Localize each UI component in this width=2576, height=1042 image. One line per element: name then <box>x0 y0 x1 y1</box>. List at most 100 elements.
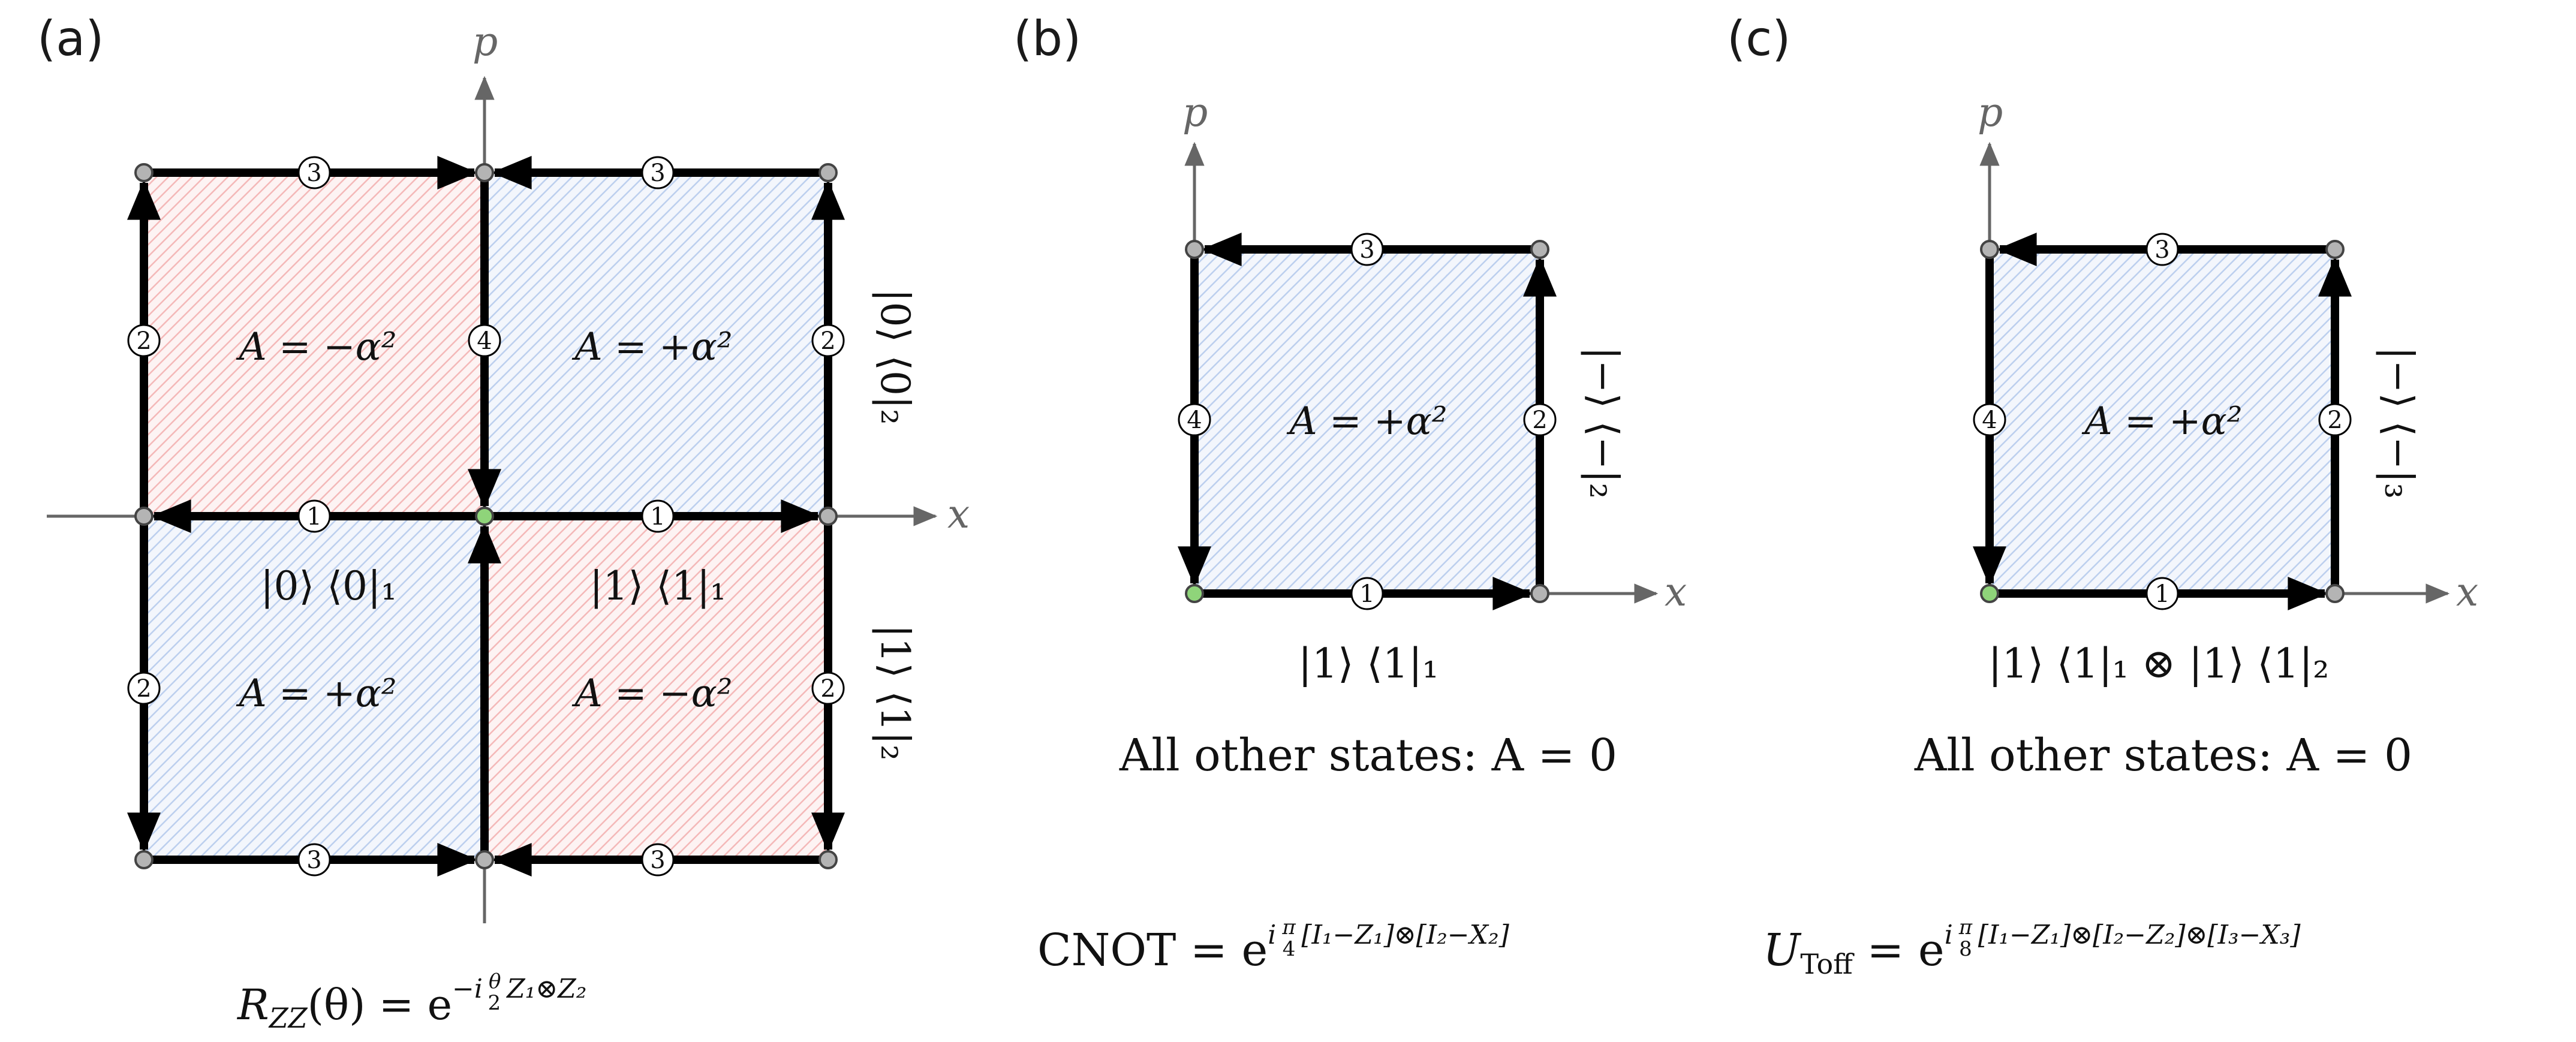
formula-exp-rest: [I₁−Z₁]⊗[I₂−X₂] <box>1301 920 1509 950</box>
region-bottom-right <box>484 516 828 860</box>
step-marker <box>1350 233 1384 266</box>
node <box>818 507 838 526</box>
panel-b: (b) x p 1 2 3 4 A = +α² | <box>1013 11 1687 976</box>
step-number: 1 <box>2154 580 2169 608</box>
step-number: 3 <box>306 159 321 187</box>
step-marker <box>641 843 675 877</box>
area-label-top-right: A = +α² <box>571 325 732 369</box>
step-marker <box>1523 403 1557 436</box>
x-axis-label: x <box>947 491 970 537</box>
step-number: 1 <box>1359 580 1374 608</box>
region-positive <box>1194 249 1540 594</box>
step-number: 3 <box>650 847 665 874</box>
formula-frac-den: 2 <box>487 991 501 1015</box>
node <box>818 163 838 182</box>
step-number: 2 <box>820 327 835 355</box>
formula-exp: −i <box>452 974 483 1004</box>
node <box>134 850 154 869</box>
other-states-note: All other states: A = 0 <box>1914 730 2412 781</box>
area-label: A = +α² <box>1286 399 1447 444</box>
formula-exp-rest: [I₁−Z₁]⊗[I₂−Z₂]⊗[I₃−X₃] <box>1978 920 2301 950</box>
step-number: 3 <box>306 847 321 874</box>
step-marker <box>1973 403 2006 436</box>
step-marker <box>641 156 675 189</box>
area-label-bottom-right: A = −α² <box>571 671 732 716</box>
p-axis-label: p <box>1978 89 2003 135</box>
control-projector-label: |1⟩ ⟨1|₁ ⊗ |1⟩ ⟨1|₂ <box>1988 640 2330 688</box>
step-number: 4 <box>477 327 492 355</box>
target-projector-label: |−⟩ ⟨−|₃ <box>2376 347 2422 499</box>
step-number: 2 <box>820 675 835 703</box>
node <box>1530 584 1549 603</box>
step-marker <box>811 671 845 705</box>
x-axis-label: x <box>2456 569 2478 615</box>
start-node <box>1980 584 1999 603</box>
step-markers: 1 1 2 2 2 2 3 3 3 3 4 <box>127 156 845 877</box>
formula-lhs: R <box>236 980 269 1029</box>
step-number: 2 <box>136 327 151 355</box>
other-states-note: All other states: A = 0 <box>1119 730 1617 781</box>
step-number: 4 <box>1187 406 1202 434</box>
formula-frac-den: 8 <box>1959 937 1972 961</box>
qubit1-label-0: |0⟩ ⟨0|₁ <box>260 563 396 609</box>
start-node <box>1185 584 1204 603</box>
start-node <box>475 507 494 526</box>
step-number: 1 <box>306 503 321 531</box>
p-axis-label: p <box>1182 89 1208 135</box>
step-marker <box>1350 577 1384 610</box>
panel-a: (a) x p 1 1 <box>37 11 970 1034</box>
region-top-right <box>484 173 828 516</box>
step-markers: 1 2 3 4 <box>1178 233 1557 610</box>
step-marker <box>641 499 675 533</box>
panel-a-letter: (a) <box>37 11 104 67</box>
step-marker <box>2145 233 2179 266</box>
qubit2-label-0: |0⟩ ⟨0|₂ <box>872 288 918 424</box>
step-marker <box>127 324 161 357</box>
formula-lhs-sub: ZZ <box>268 1002 308 1034</box>
formula-frac-num: θ <box>489 969 501 993</box>
node <box>1980 240 1999 259</box>
node <box>475 163 494 182</box>
region-positive <box>1990 249 2335 594</box>
area-label: A = +α² <box>2081 399 2242 444</box>
region-top-left <box>144 173 484 516</box>
formula-exp: i <box>1268 920 1276 950</box>
step-number: 3 <box>1359 236 1374 264</box>
nodes <box>134 163 838 869</box>
node <box>1185 240 1204 259</box>
node <box>1530 240 1549 259</box>
step-marker <box>297 843 331 877</box>
nodes <box>1980 240 2345 603</box>
formula-exp: i <box>1945 920 1953 950</box>
qubit2-label-1: |1⟩ ⟨1|₂ <box>872 624 918 760</box>
formula-exp-rest: Z₁⊗Z₂ <box>505 974 586 1004</box>
area-label-bottom-left: A = +α² <box>236 671 396 716</box>
step-number: 2 <box>1532 406 1547 434</box>
step-marker <box>468 324 501 357</box>
node <box>2325 240 2345 259</box>
formula-lhs: CNOT = e <box>1037 924 1268 976</box>
region-bottom-left <box>144 516 484 860</box>
step-marker <box>297 499 331 533</box>
formula-lhs-sub: Toff <box>1800 948 1855 980</box>
step-marker <box>127 671 161 705</box>
step-marker <box>811 324 845 357</box>
step-number: 3 <box>2154 236 2169 264</box>
step-number: 3 <box>650 159 665 187</box>
step-number: 2 <box>136 675 151 703</box>
node <box>134 507 154 526</box>
formula-frac-num: π <box>1281 915 1296 939</box>
step-number: 1 <box>650 503 665 531</box>
target-projector-label: |−⟩ ⟨−|₂ <box>1581 347 1627 499</box>
panel-c-letter: (c) <box>1727 11 1790 67</box>
node <box>134 163 154 182</box>
panel-c: (c) x p 1 2 3 4 A = +α² | <box>1727 11 2478 980</box>
formula-frac-den: 4 <box>1283 937 1296 961</box>
step-marker <box>297 156 331 189</box>
node <box>2325 584 2345 603</box>
panel-b-letter: (b) <box>1013 11 1081 67</box>
step-marker <box>1178 403 1211 436</box>
nodes <box>1185 240 1549 603</box>
